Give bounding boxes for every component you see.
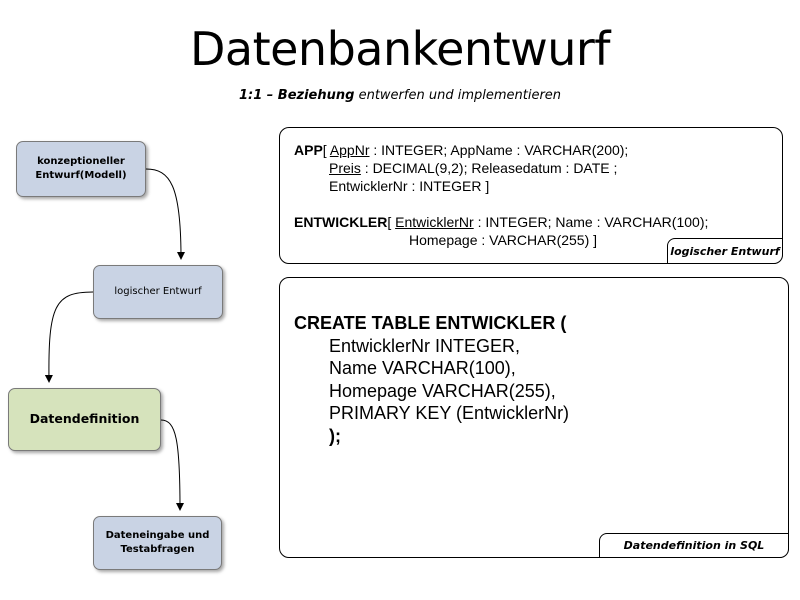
entwickler-primary-key: EntwicklerNr xyxy=(395,214,474,230)
app-table-name: APP xyxy=(294,142,323,158)
sql-definition-label: Datendefinition in SQL xyxy=(599,533,789,558)
arrow-konz-to-logisch xyxy=(145,168,185,260)
sql-line: ); xyxy=(329,425,341,446)
entwickler-table-name: ENTWICKLER xyxy=(294,214,388,230)
app-preis-attribute: Preis xyxy=(329,160,361,176)
flow-step-konzeptionell: konzeptioneller Entwurf(Modell) xyxy=(16,141,146,197)
sql-line: PRIMARY KEY (EntwicklerNr) xyxy=(329,403,570,423)
subtitle-emphasis: 1:1 – Beziehung xyxy=(238,88,355,103)
sql-line: EntwicklerNr INTEGER, xyxy=(329,335,521,356)
sql-line: Name VARCHAR(100), xyxy=(329,358,516,378)
app-schema-line-2: Preis : DECIMAL(9,2); Releasedatum : DAT… xyxy=(329,160,618,176)
subtitle-rest: entwerfen und implementieren xyxy=(354,88,562,103)
logical-design-panel: APP[ AppNr : INTEGER; AppName : VARCHAR(… xyxy=(279,127,783,264)
arrow-daten-to-eingabe xyxy=(160,419,184,511)
flow-step-dateneingabe: Dateneingabe und Testabfragen xyxy=(93,516,222,570)
app-schema-line-1: APP[ AppNr : INTEGER; AppName : VARCHAR(… xyxy=(294,142,629,158)
sql-definition-panel: CREATE TABLE ENTWICKLER ( EntwicklerNr I… xyxy=(279,277,789,558)
app-primary-key: AppNr xyxy=(329,142,370,158)
relational-schema: APP[ AppNr : INTEGER; AppName : VARCHAR(… xyxy=(294,141,708,249)
logical-design-label: logischer Entwurf xyxy=(667,238,783,264)
sql-line: Homepage VARCHAR(255), xyxy=(329,380,556,401)
arrow-logisch-to-daten xyxy=(44,291,94,383)
slide-title: Datenbankentwurf xyxy=(189,22,611,76)
flow-step-datendefinition: Datendefinition xyxy=(8,388,161,451)
sql-code: CREATE TABLE ENTWICKLER ( EntwicklerNr I… xyxy=(294,312,569,447)
app-foreign-key: EntwicklerNr xyxy=(329,178,408,194)
slide-subtitle: 1:1 – Beziehung entwerfen und implementi… xyxy=(0,88,800,103)
flow-step-logisch: logischer Entwurf xyxy=(93,265,223,319)
sql-line: CREATE TABLE ENTWICKLER ( xyxy=(294,313,567,333)
app-schema-line-3: EntwicklerNr : INTEGER ] xyxy=(329,178,490,194)
entwickler-schema-line-2: Homepage : VARCHAR(255) ] xyxy=(409,232,598,248)
entwickler-schema-line-1: ENTWICKLER[ EntwicklerNr : INTEGER; Name… xyxy=(294,214,709,230)
